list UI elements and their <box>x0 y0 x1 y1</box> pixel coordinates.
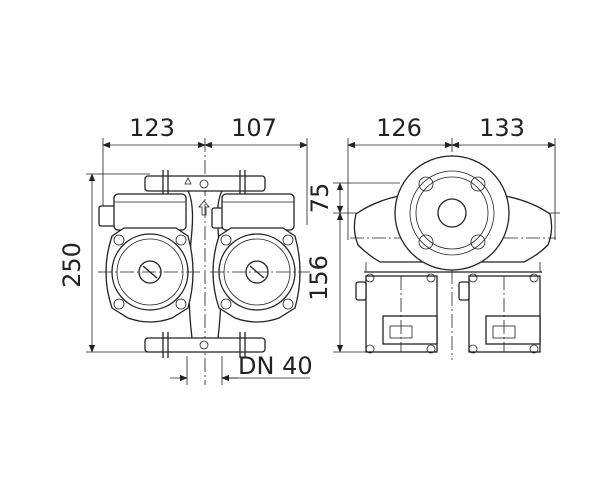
top-flange <box>144 175 266 192</box>
bottom-flange <box>144 337 266 353</box>
flange-circle <box>394 155 510 271</box>
dimension-label-dn40: DN 40 <box>238 352 313 380</box>
motor-left <box>355 273 438 354</box>
pump-head-right <box>210 193 310 323</box>
dimension-label-156: 156 <box>305 255 333 301</box>
dimension-label-126: 126 <box>376 114 422 142</box>
dimension-label-75: 75 <box>306 183 334 214</box>
dimension-label-123: 123 <box>129 114 175 142</box>
pump-head-left <box>98 193 202 323</box>
dimension-label-133: 133 <box>479 114 525 142</box>
front-view: 123 107 250 <box>58 114 333 385</box>
dimension-label-107: 107 <box>231 114 277 142</box>
motor-right <box>458 273 541 354</box>
dimension-label-250: 250 <box>58 242 86 288</box>
flow-arrow-icon <box>198 200 210 216</box>
side-view: 126 133 75 <box>306 114 560 360</box>
